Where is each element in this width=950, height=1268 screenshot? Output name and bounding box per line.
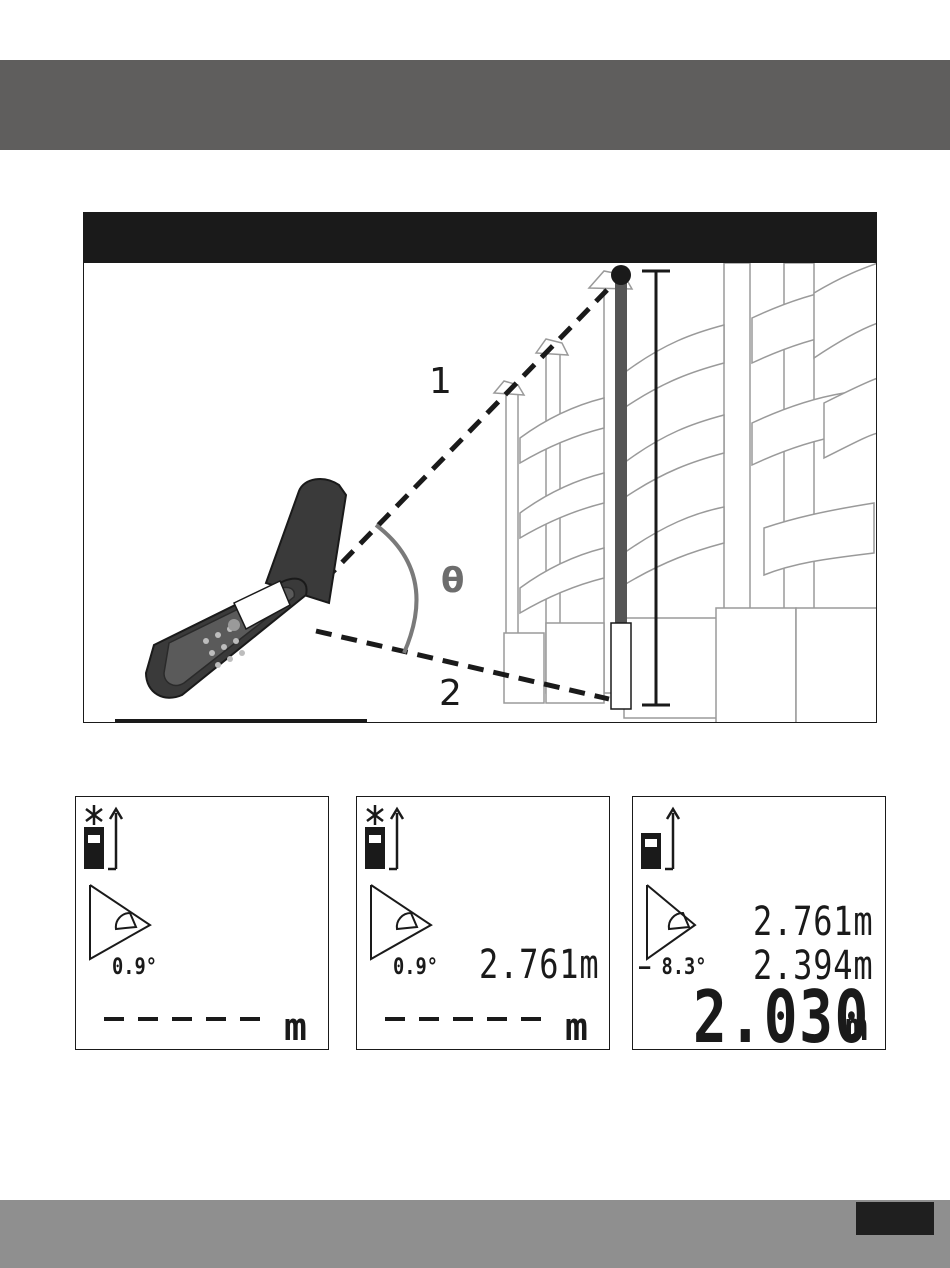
pending-measurement-dashes	[385, 1017, 555, 1021]
distance-readout-1: 2.761m	[753, 899, 873, 945]
lcd-screen-2: 0.9° 2.761m m	[356, 796, 610, 1050]
laser-on-icon	[86, 805, 102, 825]
figure-caption-underline	[115, 719, 367, 723]
distance-readout-1: 2.761m	[479, 942, 599, 988]
unit-label: m	[284, 1005, 307, 1049]
figure-header-bar	[84, 213, 876, 263]
label-measurement-1: 1	[429, 361, 452, 402]
scene-drawing	[84, 263, 877, 723]
target-point	[611, 265, 631, 285]
height-result: 2.030	[693, 975, 870, 1050]
lcd-screen-3: – 8.3° 2.761m 2.394m 2.030 m	[632, 796, 886, 1050]
angle-arc	[376, 525, 417, 653]
unit-label: m	[565, 1005, 588, 1049]
top-header-band	[0, 60, 950, 150]
label-measurement-2: 2	[439, 673, 462, 714]
pending-measurement-dashes	[104, 1017, 274, 1021]
height-reference-icon	[389, 809, 403, 869]
angle-triangle-icon	[371, 885, 431, 959]
angle-readout: 0.9°	[112, 955, 157, 980]
height-reference-icon	[665, 809, 679, 869]
laser-meter-device	[146, 479, 346, 698]
device-icon	[641, 833, 661, 869]
measurement-illustration: 1 2 θ	[83, 212, 877, 723]
building-facade	[494, 263, 877, 723]
device-icon	[365, 827, 385, 869]
footer-band	[0, 1200, 950, 1268]
height-reference-icon	[108, 809, 122, 869]
angle-readout: 0.9°	[393, 955, 438, 980]
laser-on-icon	[367, 805, 383, 825]
label-angle-theta: θ	[441, 561, 464, 601]
angle-triangle-icon	[647, 885, 695, 959]
page-number-tab	[856, 1202, 934, 1235]
device-icon	[84, 827, 104, 869]
unit-label: m	[845, 1005, 868, 1049]
angle-triangle-icon	[90, 885, 150, 959]
lcd-screen-1: 0.9° m	[75, 796, 329, 1050]
